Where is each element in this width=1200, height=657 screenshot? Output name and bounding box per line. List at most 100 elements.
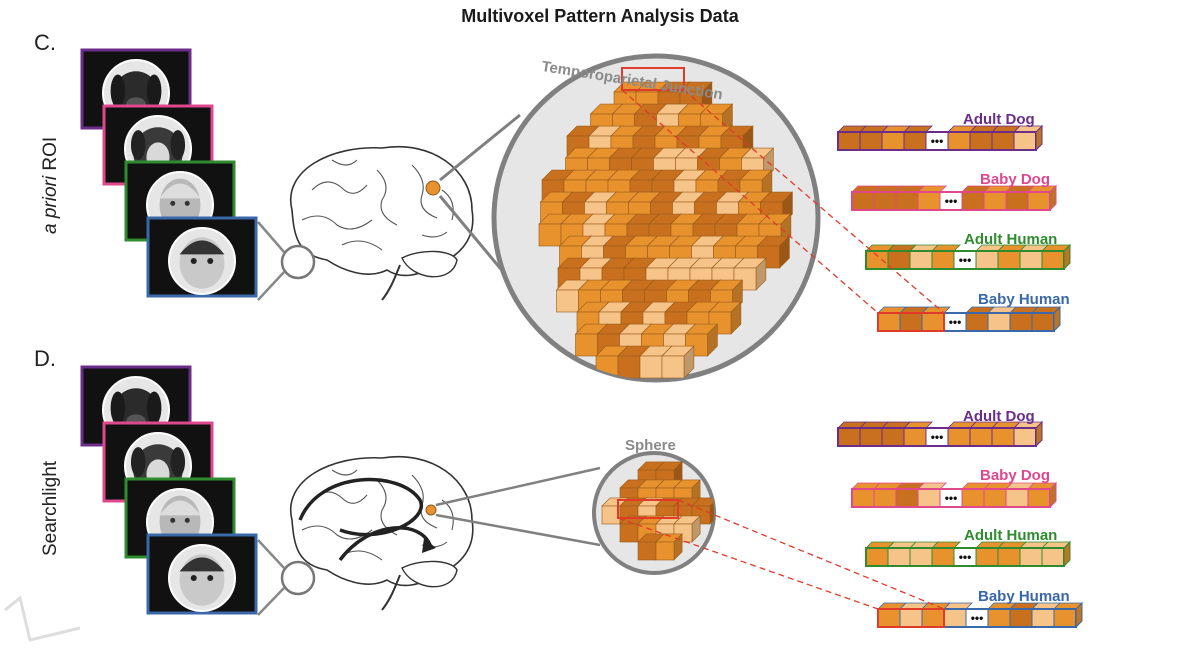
roi-pattern-1-cell-6 — [969, 131, 993, 151]
roi-pattern-1-label: Adult Dog — [963, 111, 1035, 128]
roi-stimulus-3-eye-left — [170, 200, 176, 206]
searchlight-pattern-3-end — [1063, 540, 1071, 568]
searchlight-pattern-4-cell-1 — [899, 608, 923, 628]
searchlight-pattern-3-label: Adult Human — [964, 527, 1058, 544]
roi-pattern-2-cell-5 — [961, 191, 985, 211]
roi-pattern-4-end — [1053, 305, 1061, 333]
searchlight-pattern-1-cell-7 — [991, 427, 1015, 447]
roi-pattern-2-cell-7 — [1005, 191, 1029, 211]
searchlight-pattern-2-cell-7 — [1005, 488, 1029, 508]
searchlight-stimulus-3-hair — [159, 500, 201, 516]
roi-baby-human-highlight — [877, 312, 945, 332]
searchlight-pattern-3-ellipsis: ••• — [959, 550, 972, 564]
searchlight-brain-cerebellum — [401, 560, 458, 588]
searchlight-lens-ring — [280, 560, 316, 596]
roi-brain-fold-6 — [441, 189, 454, 221]
roi-brain-fold-7 — [331, 159, 358, 166]
sphere-voxel-121-face — [655, 541, 675, 561]
searchlight-pattern-3-cell-7 — [1019, 547, 1043, 567]
roi-pattern-3-cell-2 — [909, 250, 933, 270]
roi-pattern-3-cell-5 — [975, 250, 999, 270]
roi-pattern-3-cell-7 — [1019, 250, 1043, 270]
searchlight-pattern-1-cell-3 — [903, 427, 927, 447]
roi-stimulus-1-ear-right — [146, 74, 162, 108]
figure-title: Multivoxel Pattern Analysis Data — [461, 6, 739, 26]
searchlight-path-arrow — [298, 477, 423, 537]
searchlight-pattern-2-cell-0 — [851, 488, 875, 508]
searchlight-pattern-4-end — [1075, 601, 1083, 629]
roi-pattern-2-ellipsis: ••• — [945, 194, 958, 208]
searchlight-pattern-2-cell-5 — [961, 488, 985, 508]
searchlight-pattern-2-ellipsis: ••• — [945, 491, 958, 505]
roi-pattern-1-cell-0 — [837, 131, 861, 151]
roi-stimulus-4-eye-right — [207, 258, 214, 264]
roi-pattern-4: ••• — [877, 305, 1061, 333]
roi-pattern-2-label: Baby Dog — [980, 171, 1051, 188]
roi-brain-fold-5 — [341, 240, 383, 251]
searchlight-brain — [289, 455, 474, 611]
roi-pattern-3-cell-3 — [931, 250, 955, 270]
roi-pattern-4-ellipsis: ••• — [949, 315, 962, 329]
roi-pattern-1-cell-2 — [881, 131, 905, 151]
roi-pattern-2-cell-3 — [917, 191, 941, 211]
roi-pattern-2-cell-6 — [983, 191, 1007, 211]
searchlight-pattern-4-cell-6 — [1009, 608, 1033, 628]
searchlight-lens-connector — [257, 539, 285, 616]
sphere-location-marker — [425, 504, 437, 516]
searchlight-pattern-1-cell-6 — [969, 427, 993, 447]
searchlight-stimulus-1-ear-left — [110, 391, 126, 425]
roi-stimulus-2-ear-left — [130, 130, 146, 160]
searchlight-stimulus-3-eye-left — [170, 517, 176, 523]
sphere-voxel-116-face — [619, 523, 639, 543]
tpj-voxel-94-face — [575, 333, 598, 357]
sphere-voxel-120-face — [637, 541, 657, 561]
searchlight-pattern-1-cell-0 — [837, 427, 861, 447]
tpj-voxel-79-face — [556, 289, 579, 313]
roi-pattern-4-cell-4 — [965, 312, 989, 332]
roi-pattern-4-cell-2 — [921, 312, 945, 332]
arrowhead-icon — [422, 538, 436, 553]
roi-brain — [289, 145, 474, 301]
searchlight-pattern-2-label: Baby Dog — [980, 467, 1051, 484]
roi-brain-fold-8 — [421, 231, 448, 238]
roi-pattern-2-cell-8 — [1027, 191, 1051, 211]
searchlight-brain-brainstem — [381, 574, 401, 611]
searchlight-baby-human-highlight — [877, 608, 945, 628]
searchlight-pattern-4-cell-2 — [921, 608, 945, 628]
searchlight-pattern-2-cell-2 — [895, 488, 919, 508]
searchlight-pattern-3-cell-6 — [997, 547, 1021, 567]
roi-pattern-4-cell-7 — [1031, 312, 1055, 332]
searchlight-pattern-3-cell-2 — [909, 547, 933, 567]
roi-lens-ring — [280, 244, 316, 280]
roi-brain-fold-1 — [311, 181, 368, 194]
roi-location-marker — [425, 180, 441, 196]
sphere-region-label: Sphere — [625, 437, 676, 454]
tpj-voxel-cluster — [538, 81, 794, 379]
searchlight-brain-fold-7 — [331, 469, 358, 476]
searchlight-pattern-1-ellipsis: ••• — [931, 430, 944, 444]
searchlight-pattern-3-cell-0 — [865, 547, 889, 567]
panel-c-label: C. — [34, 30, 56, 55]
roi-pattern-1: ••• — [837, 124, 1043, 152]
sphere-voxel-cluster — [601, 461, 714, 561]
roi-stimulus-2-ear-right — [170, 130, 186, 160]
corner-mark-icon — [4, 595, 81, 642]
roi-pattern-4-cell-5 — [987, 312, 1011, 332]
roi-brain-brainstem — [381, 264, 401, 301]
roi-pattern-4-cell-0 — [877, 312, 901, 332]
tpj-voxel-103-face — [661, 355, 685, 379]
roi-correspondence-lines — [621, 89, 945, 314]
searchlight-stimulus-2-ear-left — [130, 447, 146, 477]
searchlight-pattern-2-cell-6 — [983, 488, 1007, 508]
searchlight-stimulus-4-eye-right — [207, 575, 214, 581]
searchlight-stimulus-4 — [146, 533, 258, 615]
sphere-zoom-lines — [435, 466, 601, 547]
searchlight-pattern-4-cell-8 — [1053, 608, 1077, 628]
roi-pattern-1-cell-1 — [859, 131, 883, 151]
searchlight-pattern-1-end — [1035, 420, 1043, 448]
searchlight-pattern-2-end — [1049, 481, 1057, 509]
roi-pattern-4-cell-1 — [899, 312, 923, 332]
roi-pattern-2-cell-1 — [873, 191, 897, 211]
roi-pattern-3: ••• — [865, 243, 1071, 271]
